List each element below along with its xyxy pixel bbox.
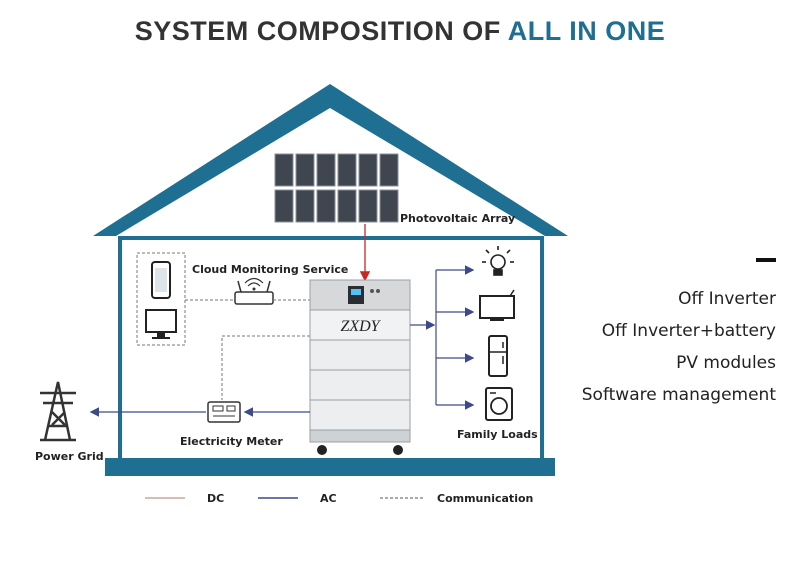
router-icon (234, 277, 274, 305)
meter-icon (207, 401, 241, 423)
house-outline (93, 84, 568, 476)
list-marker (756, 258, 776, 262)
feature-list: Off Inverter Off Inverter+battery PV mod… (582, 258, 776, 411)
brand-label: ZXDY (340, 318, 381, 335)
legend-dc-label: DC (207, 492, 224, 505)
bulb-icon (482, 246, 514, 276)
solar-panel-icon (274, 153, 399, 223)
feature-item: PV modules (676, 353, 776, 373)
tv-icon (479, 289, 515, 321)
feature-item: Off Inverter (678, 289, 776, 309)
legend-ac-label: AC (320, 492, 337, 505)
grid-label: Power Grid (35, 450, 104, 463)
communication-lines (185, 299, 310, 400)
phone-icon (151, 261, 171, 299)
washer-icon (485, 387, 513, 421)
feature-item: Software management (581, 385, 776, 405)
feature-item: Off Inverter+battery (601, 321, 776, 341)
page-title: SYSTEM COMPOSITION OF ALL IN ONE (0, 16, 800, 47)
all-in-one-unit (309, 279, 411, 455)
loads-label: Family Loads (457, 428, 538, 441)
title-main: SYSTEM COMPOSITION OF (134, 16, 501, 46)
meter-label: Electricity Meter (180, 435, 283, 448)
title-accent: ALL IN ONE (507, 16, 666, 46)
monitor-icon (145, 309, 177, 339)
cloud-label: Cloud Monitoring Service (192, 263, 348, 276)
ac-lines (89, 265, 475, 417)
pylon-icon (40, 381, 76, 442)
legend: DC AC Communication (145, 492, 533, 505)
fridge-icon (488, 335, 508, 377)
photovoltaic-label: Photovoltaic Array (400, 212, 515, 225)
legend-comm-label: Communication (437, 492, 533, 505)
